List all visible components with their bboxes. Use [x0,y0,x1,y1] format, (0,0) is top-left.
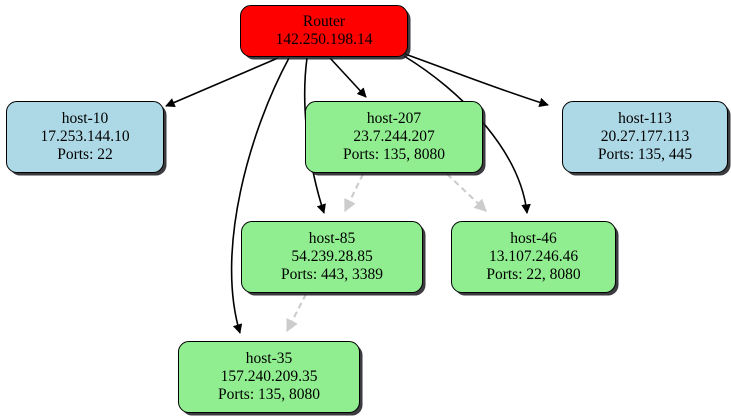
node-router[interactable]: Router 142.250.198.14 [240,5,408,57]
edge-host-207-to-host-85 [344,173,364,213]
node-host-113-ip: 20.27.177.113 [600,128,690,146]
node-host-10-ports: Ports: 22 [57,145,113,163]
edge-router-to-host-207 [329,57,367,98]
node-host-35-ip: 157.240.209.35 [220,368,318,386]
node-host-85-ports: Ports: 443, 3389 [280,265,384,283]
node-host-207-name: host-207 [366,110,422,128]
node-host-10-name: host-10 [61,110,109,128]
node-host-35-ports: Ports: 135, 8080 [217,385,321,403]
edge-host-85-to-host-35 [286,293,307,333]
node-host-113-name: host-113 [618,110,672,128]
edge-router-to-host-113 [404,53,549,108]
node-host-207-ip: 23.7.244.207 [353,128,435,146]
node-host-46-name: host-46 [510,230,557,248]
node-host-85-name: host-85 [308,230,356,248]
node-host-46-ip: 13.107.246.46 [488,248,579,266]
node-host-85-ip: 54.239.28.85 [291,248,373,266]
node-host-46-ports: Ports: 22, 8080 [486,265,581,283]
node-host-113-ports: Ports: 135, 445 [597,145,693,163]
node-host-207[interactable]: host-207 23.7.244.207 Ports: 135, 8080 [305,101,483,173]
node-host-10[interactable]: host-10 17.253.144.10 Ports: 22 [6,101,164,173]
node-host-207-ports: Ports: 135, 8080 [342,145,446,163]
node-host-35[interactable]: host-35 157.240.209.35 Ports: 135, 8080 [178,341,360,413]
node-host-85[interactable]: host-85 54.239.28.85 Ports: 443, 3389 [241,221,423,293]
node-host-10-ip: 17.253.144.10 [40,128,130,146]
edge-router-to-host-46 [403,55,531,214]
node-host-35-name: host-35 [245,350,293,368]
node-router-ip: 142.250.198.14 [275,31,373,48]
node-router-name: Router [302,13,346,31]
node-host-113[interactable]: host-113 20.27.177.113 Ports: 135, 445 [562,101,728,173]
edge-router-to-host-35 [230,57,290,334]
node-host-46[interactable]: host-46 13.107.246.46 Ports: 22, 8080 [451,221,616,293]
edge-router-to-host-10 [165,57,279,108]
edge-host-207-to-host-46 [446,173,487,212]
